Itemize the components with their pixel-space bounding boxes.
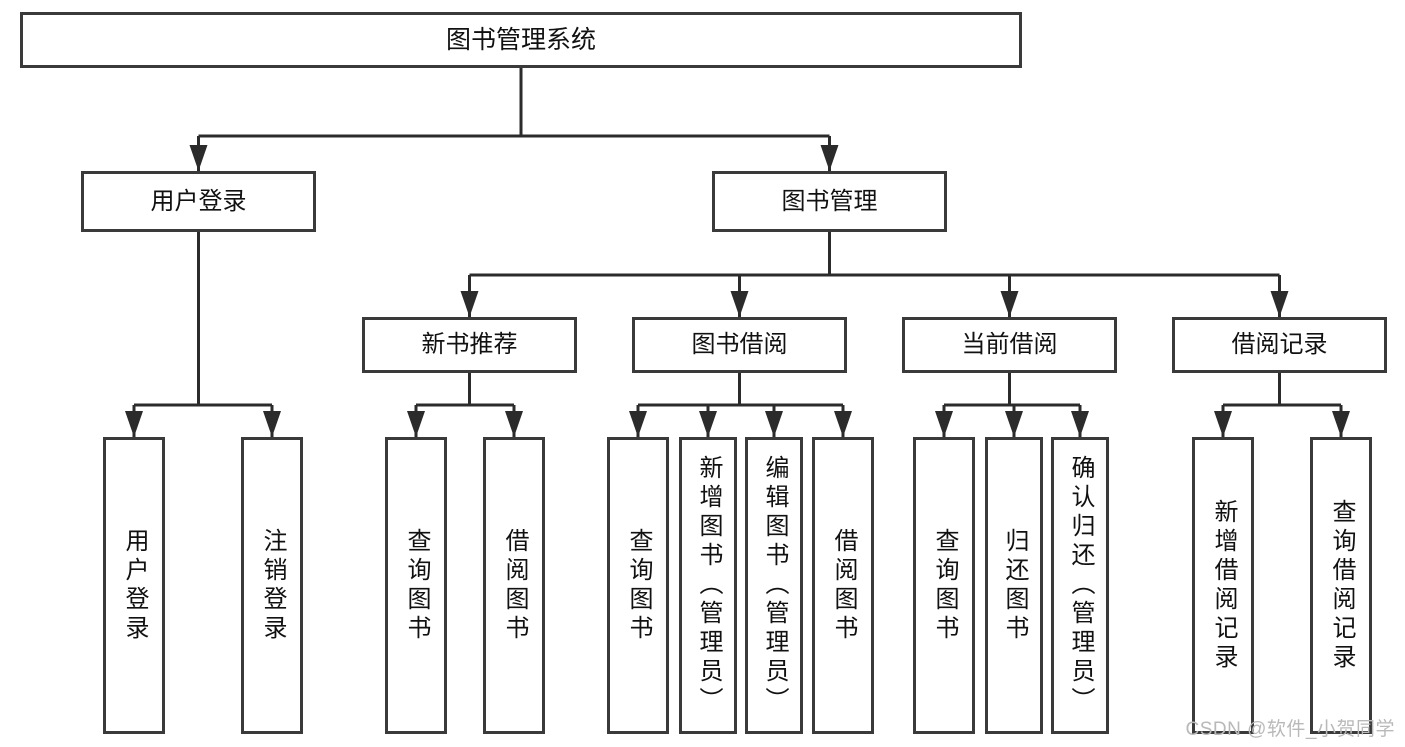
arrow-loan-records: [1270, 291, 1289, 317]
node-leaf-confirm-return[interactable]: 确认归还（管理员）: [1051, 437, 1109, 734]
arrow-leaf-confirm-return: [1071, 411, 1089, 437]
arrow-current-loan: [1000, 291, 1019, 317]
arrow-leaf-borrow-book-1: [505, 411, 523, 437]
node-label-leaf-borrow-book-1: 借阅图书: [501, 527, 528, 644]
node-leaf-query-book-2[interactable]: 查询图书: [607, 437, 669, 734]
node-leaf-edit-book[interactable]: 编辑图书（管理员）: [745, 437, 803, 734]
arrow-new-book-rec: [460, 291, 479, 317]
arrow-user-login: [189, 145, 208, 171]
node-root[interactable]: 图书管理系统: [20, 12, 1022, 68]
node-label-leaf-borrow-book-2: 借阅图书: [830, 527, 857, 644]
node-label-leaf-add-record: 新增借阅记录: [1210, 498, 1237, 673]
node-label-new-book-rec: 新书推荐: [421, 331, 518, 358]
watermark-label: CSDN @软件_小贺同学: [1185, 719, 1395, 740]
node-label-leaf-user-logout: 注销登录: [259, 527, 286, 644]
node-label-current-loan: 当前借阅: [961, 331, 1058, 358]
node-label-book-borrow: 图书借阅: [691, 331, 788, 358]
arrow-leaf-borrow-book-2: [834, 411, 852, 437]
arrow-leaf-return-book: [1005, 411, 1023, 437]
node-label-leaf-return-book: 归还图书: [1001, 527, 1028, 644]
node-leaf-borrow-book-1[interactable]: 借阅图书: [483, 437, 545, 734]
node-label-leaf-query-book-1: 查询图书: [403, 527, 430, 644]
arrow-leaf-user-login: [125, 411, 143, 437]
node-leaf-borrow-book-2[interactable]: 借阅图书: [812, 437, 874, 734]
node-label-leaf-edit-book: 编辑图书（管理员）: [761, 455, 788, 716]
node-current-loan[interactable]: 当前借阅: [902, 317, 1117, 373]
node-label-leaf-query-book-2: 查询图书: [625, 527, 652, 644]
node-leaf-add-record[interactable]: 新增借阅记录: [1192, 437, 1254, 734]
node-label-leaf-add-book: 新增图书（管理员）: [695, 455, 722, 716]
node-leaf-user-login[interactable]: 用户登录: [103, 437, 165, 734]
node-label-leaf-confirm-return: 确认归还（管理员）: [1067, 455, 1094, 716]
node-loan-records[interactable]: 借阅记录: [1172, 317, 1387, 373]
node-label-leaf-user-login: 用户登录: [121, 527, 148, 644]
node-leaf-query-book-1[interactable]: 查询图书: [385, 437, 447, 734]
node-label-leaf-query-book-3: 查询图书: [931, 527, 958, 644]
arrow-leaf-user-logout: [263, 411, 281, 437]
node-new-book-rec[interactable]: 新书推荐: [362, 317, 577, 373]
arrow-leaf-add-record: [1214, 411, 1232, 437]
arrow-leaf-add-book: [699, 411, 717, 437]
node-label-leaf-query-record: 查询借阅记录: [1328, 498, 1355, 673]
node-leaf-query-record[interactable]: 查询借阅记录: [1310, 437, 1372, 734]
node-book-borrow[interactable]: 图书借阅: [632, 317, 847, 373]
arrow-book-borrow: [730, 291, 749, 317]
node-label-user-login: 用户登录: [150, 187, 247, 215]
node-leaf-user-logout[interactable]: 注销登录: [241, 437, 303, 734]
arrow-leaf-query-book-3: [935, 411, 953, 437]
node-leaf-return-book[interactable]: 归还图书: [985, 437, 1043, 734]
arrow-leaf-query-book-2: [629, 411, 647, 437]
node-leaf-add-book[interactable]: 新增图书（管理员）: [679, 437, 737, 734]
node-label-root: 图书管理系统: [445, 25, 596, 54]
node-leaf-query-book-3[interactable]: 查询图书: [913, 437, 975, 734]
node-label-book-manage: 图书管理: [781, 187, 878, 215]
node-user-login[interactable]: 用户登录: [81, 171, 316, 232]
arrow-leaf-query-book-1: [407, 411, 425, 437]
arrow-leaf-query-record: [1332, 411, 1350, 437]
arrow-leaf-edit-book: [765, 411, 783, 437]
node-label-loan-records: 借阅记录: [1231, 331, 1328, 358]
arrow-book-manage: [820, 145, 839, 171]
node-book-manage[interactable]: 图书管理: [712, 171, 947, 232]
